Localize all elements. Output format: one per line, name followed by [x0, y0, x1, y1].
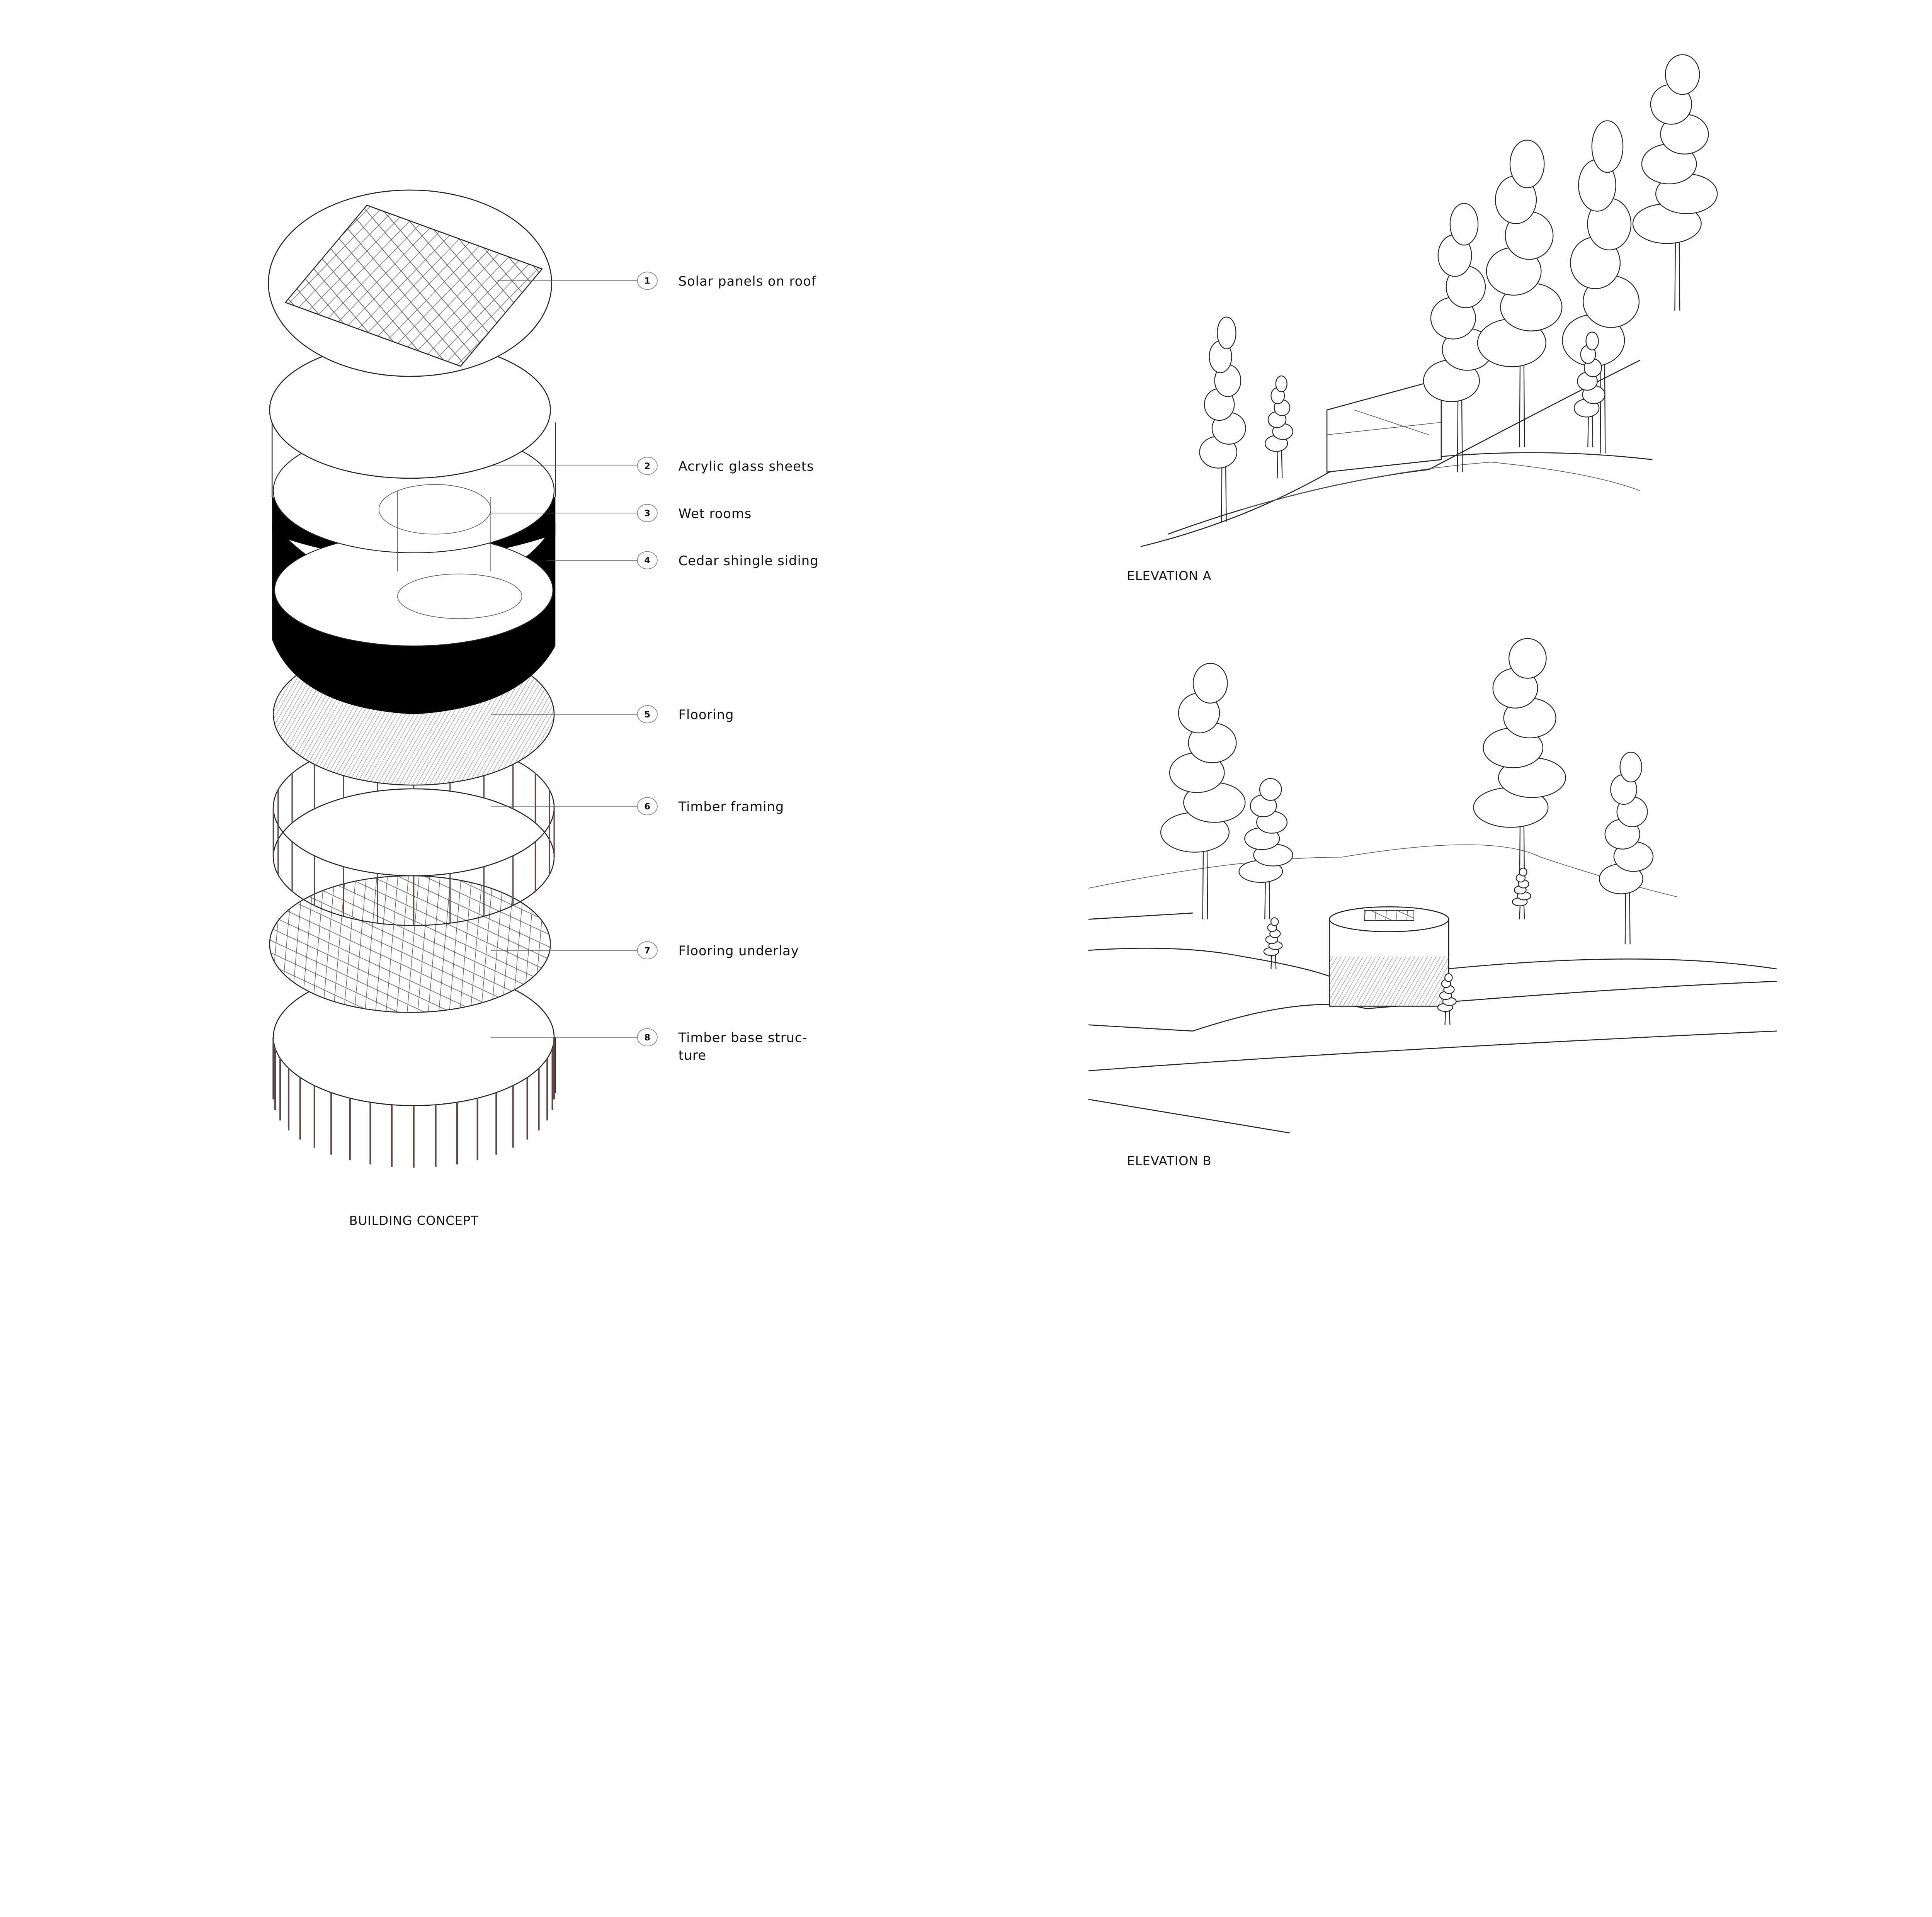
callout-label-line2: ture — [679, 1048, 706, 1063]
callout-number-circle — [637, 1028, 658, 1047]
tree-icon — [1473, 638, 1566, 895]
roof-solar-panels — [268, 189, 552, 377]
cylinder-cabin-elevation-b — [1329, 906, 1449, 1007]
callout-number: 1 — [644, 276, 650, 286]
callout-label: Timber base struc- — [678, 1030, 808, 1045]
callout-5: 5 Flooring — [637, 705, 734, 724]
callout-label: Flooring underlay — [679, 943, 799, 958]
timber-base-structure — [272, 968, 556, 1168]
acrylic-glass-sheets — [269, 341, 556, 572]
tree-icon — [1238, 778, 1293, 919]
leader-lines — [491, 280, 638, 1038]
elevation-b-drawing — [1088, 638, 1777, 1134]
callout-1: 1 Solar panels on roof — [637, 272, 816, 290]
solar-panel-array — [284, 204, 543, 367]
tree-icon — [1263, 917, 1283, 969]
drawing-sheet: 1 Solar panels on roof 2 Acrylic glass shee… — [268, 54, 1777, 1228]
elevation-b-caption: ELEVATION B — [1127, 1154, 1211, 1168]
callout-number: 2 — [644, 461, 650, 471]
elevation-a-caption: ELEVATION A — [1127, 569, 1211, 583]
callout-number-circle — [637, 941, 658, 960]
callout-6: 6 Timber framing — [637, 797, 784, 816]
tree-icon — [1437, 973, 1457, 1025]
tree-icon — [1265, 375, 1293, 478]
callout-7: 7 Flooring underlay — [637, 941, 799, 960]
callout-label: Wet rooms — [679, 506, 752, 521]
tree-icon — [1599, 751, 1654, 944]
callout-number-circle — [637, 504, 658, 522]
tree-icon — [1477, 139, 1563, 447]
callout-number: 6 — [644, 802, 650, 812]
callout-number-circle — [637, 272, 658, 290]
callout-number-circle — [637, 457, 658, 475]
callout-label: Solar panels on roof — [679, 274, 816, 289]
callout-number-circle — [637, 797, 658, 816]
callout-4: 4 Cedar shingle siding — [637, 551, 819, 569]
tree-icon — [1199, 316, 1246, 522]
callout-3: 3 Wet rooms — [637, 504, 752, 522]
callout-label: Cedar shingle siding — [679, 553, 819, 568]
tree-icon — [1160, 663, 1246, 919]
callout-number: 3 — [644, 508, 650, 518]
callout-8: 8 Timber base struc-ture — [637, 1028, 808, 1063]
callout-number: 8 — [644, 1033, 650, 1043]
callout-label: Acrylic glass sheets — [679, 459, 814, 474]
callout-number-circle — [637, 551, 658, 569]
cabin-elevation-a — [1326, 378, 1442, 473]
callout-label: Flooring — [679, 707, 734, 722]
callout-number: 7 — [644, 946, 650, 956]
tree-icon — [1562, 120, 1640, 454]
callout-number: 5 — [644, 710, 650, 720]
elevation-a-drawing — [1140, 54, 1718, 547]
callout-label: Timber framing — [678, 799, 784, 814]
tree-icon — [1632, 54, 1718, 311]
callout-number: 4 — [644, 556, 650, 566]
tree-icon — [1573, 331, 1605, 447]
tree-icon — [1512, 867, 1531, 919]
callout-number-circle — [637, 705, 658, 724]
callout-2: 2 Acrylic glass sheets — [637, 457, 814, 475]
building-concept-caption: BUILDING CONCEPT — [349, 1213, 479, 1228]
callout-list: 1 Solar panels on roof 2 Acrylic glass shee… — [637, 272, 819, 1063]
exploded-axonometric — [268, 189, 638, 1168]
